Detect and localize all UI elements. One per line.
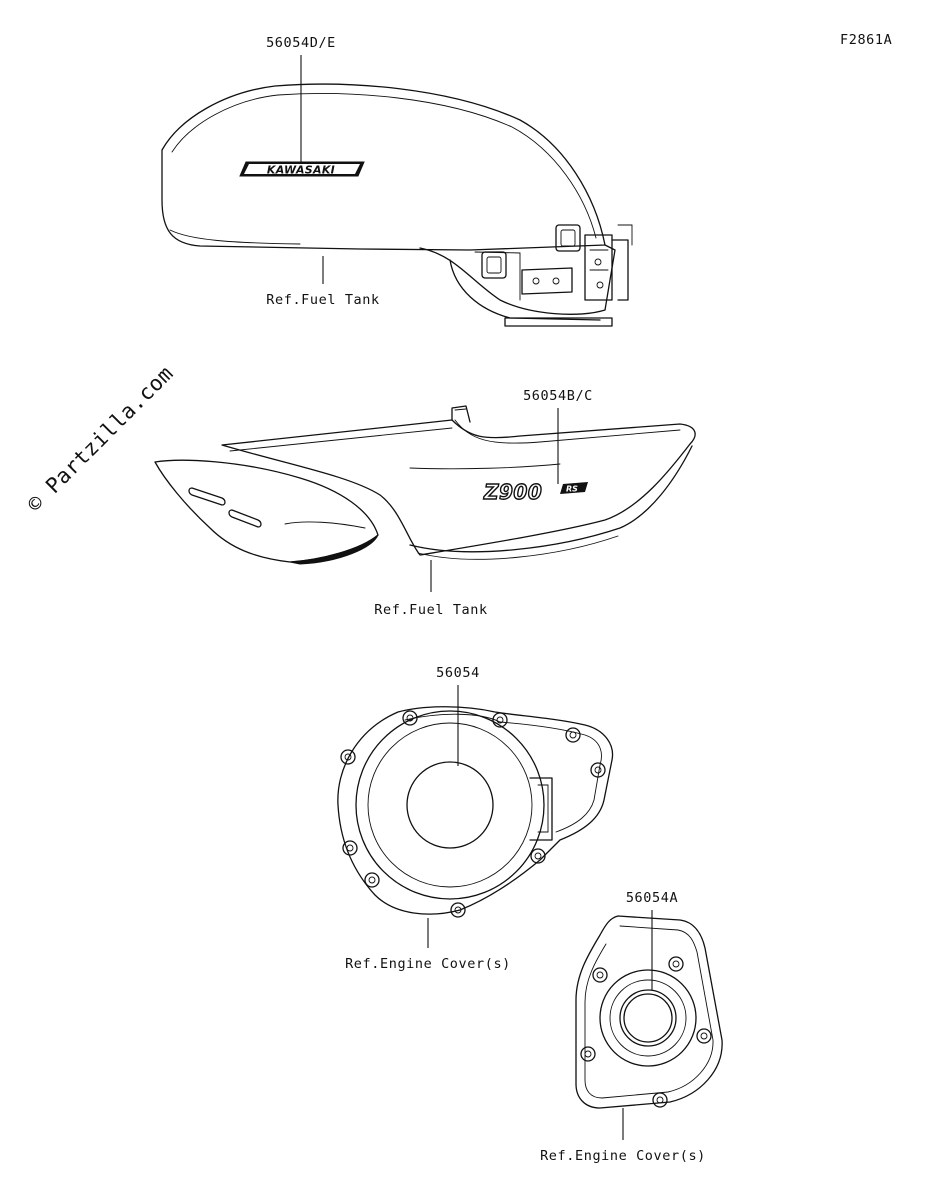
fuel-tank-side-drawing bbox=[154, 405, 696, 565]
fuel-tank-top-drawing bbox=[161, 83, 633, 327]
z900-text: Z900 bbox=[483, 480, 542, 504]
watermark: © Partzilla.com bbox=[23, 361, 178, 516]
kawasaki-emblem: KAWASAKI bbox=[239, 161, 365, 177]
label-56054de: 56054D/E bbox=[266, 35, 336, 51]
engine-cover-large-drawing bbox=[337, 706, 614, 918]
kawasaki-text: KAWASAKI bbox=[267, 164, 335, 177]
label-ref-fuel-tank-top: Ref.Fuel Tank bbox=[266, 292, 379, 308]
z900rs-emblem: Z900 RS bbox=[482, 479, 588, 505]
label-56054: 56054 bbox=[436, 665, 480, 681]
label-ref-fuel-tank-side: Ref.Fuel Tank bbox=[374, 602, 487, 618]
rs-text: RS bbox=[566, 485, 578, 494]
label-ref-engine-cover-small: Ref.Engine Cover(s) bbox=[540, 1148, 706, 1164]
engine-cover-small-drawing bbox=[575, 915, 723, 1109]
diagram-code: F2861A bbox=[840, 32, 892, 48]
label-ref-engine-cover-large: Ref.Engine Cover(s) bbox=[345, 956, 511, 972]
label-56054a: 56054A bbox=[626, 890, 678, 906]
label-56054bc: 56054B/C bbox=[523, 388, 593, 404]
